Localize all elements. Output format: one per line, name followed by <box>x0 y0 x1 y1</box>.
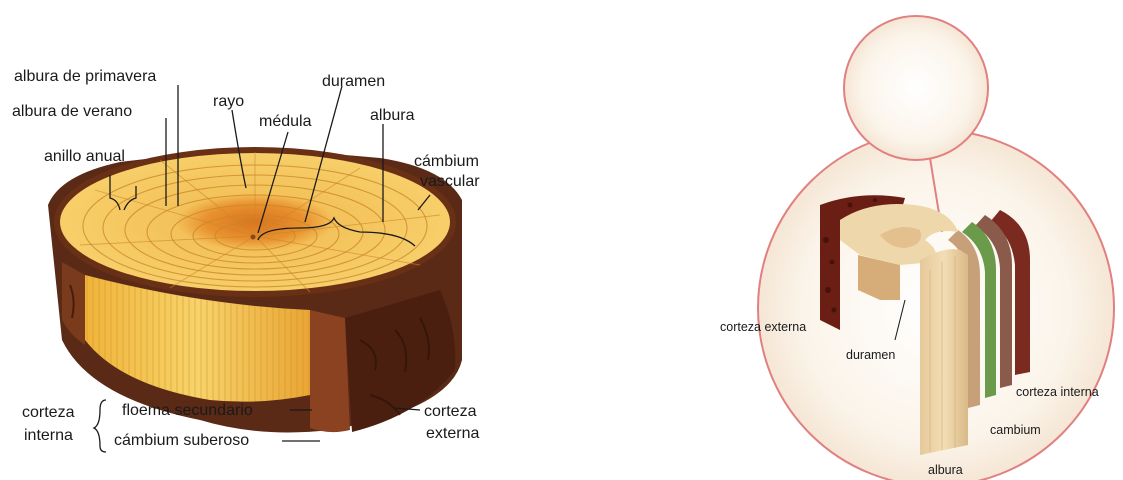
label-right-corteza-externa: corteza externa <box>720 321 806 334</box>
right-zoom-circle <box>844 16 988 160</box>
label-right-albura: albura <box>928 464 963 477</box>
label-right-cambium: cambium <box>990 424 1041 437</box>
label-right-corteza-interna: corteza interna <box>1016 386 1099 399</box>
label-right-duramen: duramen <box>846 349 895 362</box>
right-sapwood-plank <box>920 249 968 455</box>
